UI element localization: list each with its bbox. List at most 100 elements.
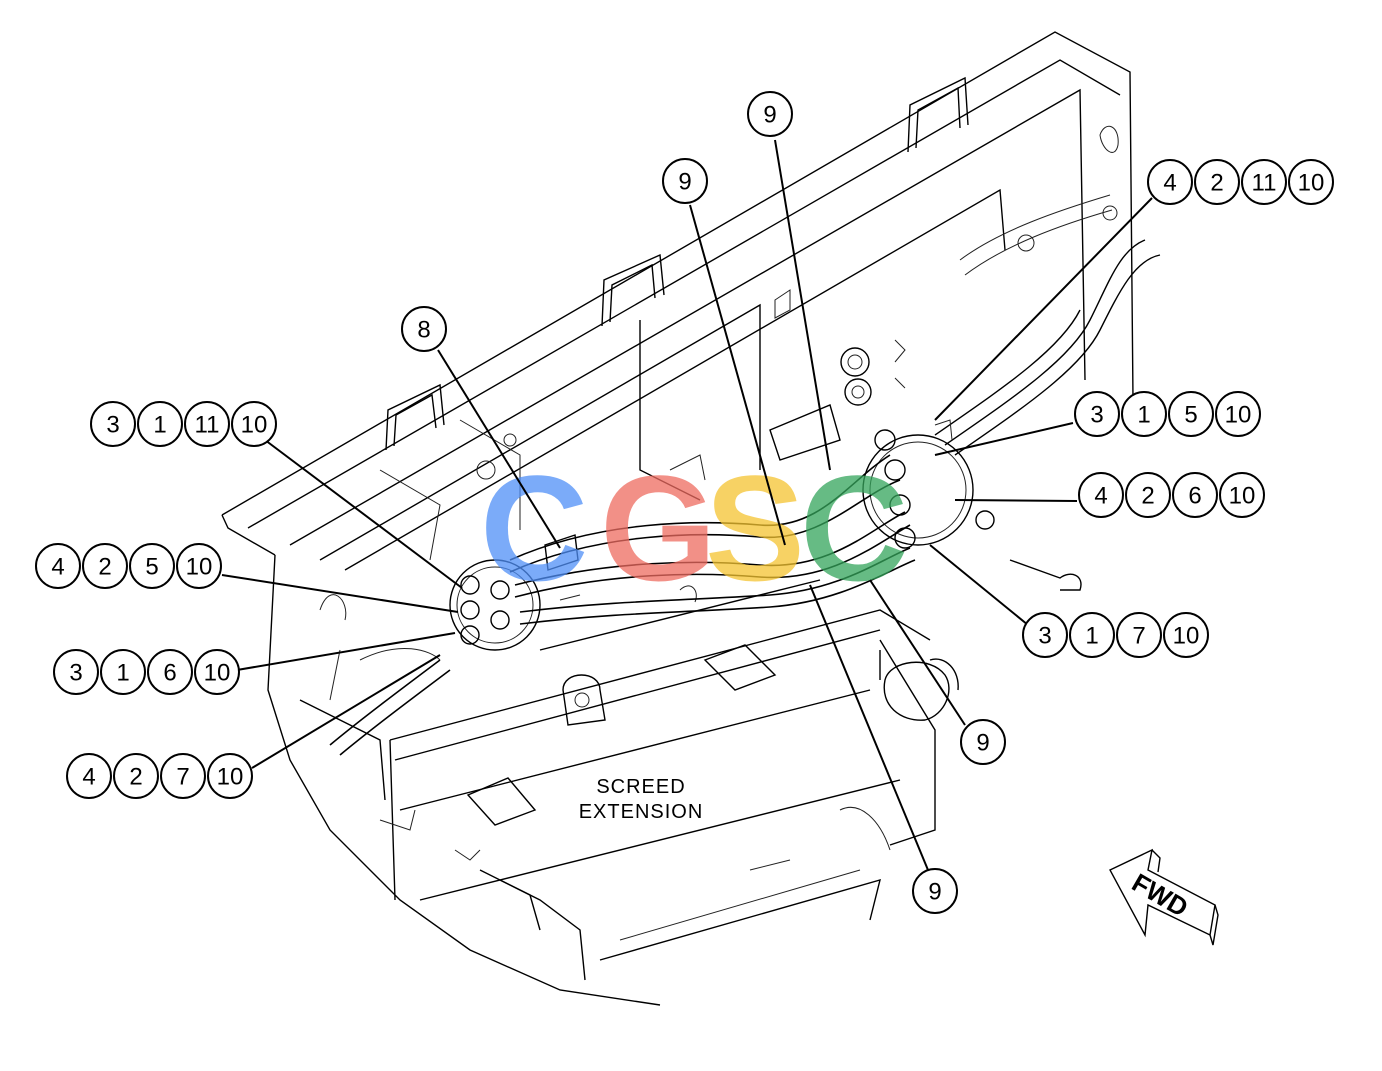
callout-circle [1147, 159, 1193, 205]
callout-circle [90, 401, 136, 447]
callout-bubble: 1 [1069, 612, 1115, 658]
callout-bubble: 11 [1241, 159, 1287, 205]
callout-circle [113, 753, 159, 799]
callout-circle [207, 753, 253, 799]
callout-bubble: 4 [1078, 472, 1124, 518]
callout-circle [137, 401, 183, 447]
callout-circle [1172, 472, 1218, 518]
forward-arrow-icon: FWD [1109, 848, 1219, 946]
leader-lower-9 [869, 579, 966, 726]
callout-number: 11 [1252, 170, 1277, 197]
callout-bubble: 10 [1163, 612, 1209, 658]
leader-right-3-1-5 [934, 422, 1074, 456]
leader-bottom-9 [809, 584, 929, 871]
callout-bubble: 9 [912, 868, 958, 914]
callout-right-4-2-6: 4 2 6 10 [1078, 472, 1265, 518]
callout-number: 6 [163, 660, 176, 687]
callout-bubble: 9 [960, 719, 1006, 765]
callout-bubble: 10 [1288, 159, 1334, 205]
callout-bubble: 5 [129, 543, 175, 589]
callout-bubble: 2 [1125, 472, 1171, 518]
callout-number: 9 [976, 730, 989, 757]
callout-number: 6 [1188, 483, 1201, 510]
callout-circle [176, 543, 222, 589]
callout-number: 3 [1090, 402, 1103, 429]
callout-circle [1163, 612, 1209, 658]
leader-right-4-2-6 [954, 499, 1078, 502]
callout-top-9: 9 [747, 91, 793, 137]
callout-bubble: 10 [231, 401, 277, 447]
callout-bubble: 5 [1168, 391, 1214, 437]
watermark-letter: C [480, 444, 588, 612]
callout-upper-9: 9 [662, 158, 708, 204]
callout-number: 10 [217, 764, 244, 791]
callout-number: 8 [417, 317, 430, 344]
callout-circle [1069, 612, 1115, 658]
callout-number: 3 [1038, 623, 1051, 650]
callout-number: 9 [928, 879, 941, 906]
leader-left-3-1-11 [264, 439, 463, 589]
callout-bubble: 10 [194, 649, 240, 695]
callout-number: 2 [1210, 170, 1223, 197]
callout-number: 9 [763, 102, 776, 129]
callout-bubble: 11 [184, 401, 230, 447]
callout-circle [147, 649, 193, 695]
callout-circle [100, 649, 146, 695]
callout-number: 7 [1132, 623, 1145, 650]
callout-number: 3 [106, 412, 119, 439]
callout-number: 10 [1173, 623, 1200, 650]
callout-number: 1 [1137, 402, 1150, 429]
callout-circle [160, 753, 206, 799]
callout-number: 10 [1298, 170, 1325, 197]
leader-lines [221, 139, 1153, 871]
watermark-letter: C [800, 444, 908, 612]
callout-bubble: 10 [176, 543, 222, 589]
callout-number: 5 [145, 554, 158, 581]
callout-circle [912, 868, 958, 914]
callout-bubble: 7 [1116, 612, 1162, 658]
callout-bubble: 6 [147, 649, 193, 695]
leader-right-top [934, 197, 1153, 421]
callout-number: 10 [241, 412, 268, 439]
screed-extension-label-line1: SCREED [596, 776, 685, 798]
callout-number: 2 [129, 764, 142, 791]
callout-circle [1219, 472, 1265, 518]
callout-bubble: 4 [35, 543, 81, 589]
callout-bubble: 2 [1194, 159, 1240, 205]
callout-circle [662, 158, 708, 204]
callout-bubble: 4 [66, 753, 112, 799]
callout-bubble: 4 [1147, 159, 1193, 205]
callout-circle [1241, 159, 1287, 205]
callout-circle [1022, 612, 1068, 658]
callout-circle [1074, 391, 1120, 437]
callout-circle [66, 753, 112, 799]
callout-bubble: 3 [90, 401, 136, 447]
callout-bubble: 1 [1121, 391, 1167, 437]
callout-number: 10 [204, 660, 231, 687]
watermark-letter: S [705, 444, 805, 612]
callout-lower-9: 9 [960, 719, 1006, 765]
callout-bubble: 3 [1074, 391, 1120, 437]
callout-number: 1 [153, 412, 166, 439]
callout-number: 3 [69, 660, 82, 687]
callout-circle [1215, 391, 1261, 437]
callout-circle [1125, 472, 1171, 518]
callout-bubble: 10 [1215, 391, 1261, 437]
callout-bubble: 8 [401, 306, 447, 352]
callout-number: 2 [1141, 483, 1154, 510]
callout-circle [53, 649, 99, 695]
callout-circle [747, 91, 793, 137]
callout-circle [194, 649, 240, 695]
callout-circle [401, 306, 447, 352]
callout-number: 10 [1229, 483, 1256, 510]
callout-number: 4 [51, 554, 64, 581]
leader-left-4-2-7 [251, 654, 441, 769]
callout-callout-8: 8 [401, 306, 447, 352]
callout-circle [129, 543, 175, 589]
callout-circle [184, 401, 230, 447]
callout-number: 4 [1094, 483, 1107, 510]
